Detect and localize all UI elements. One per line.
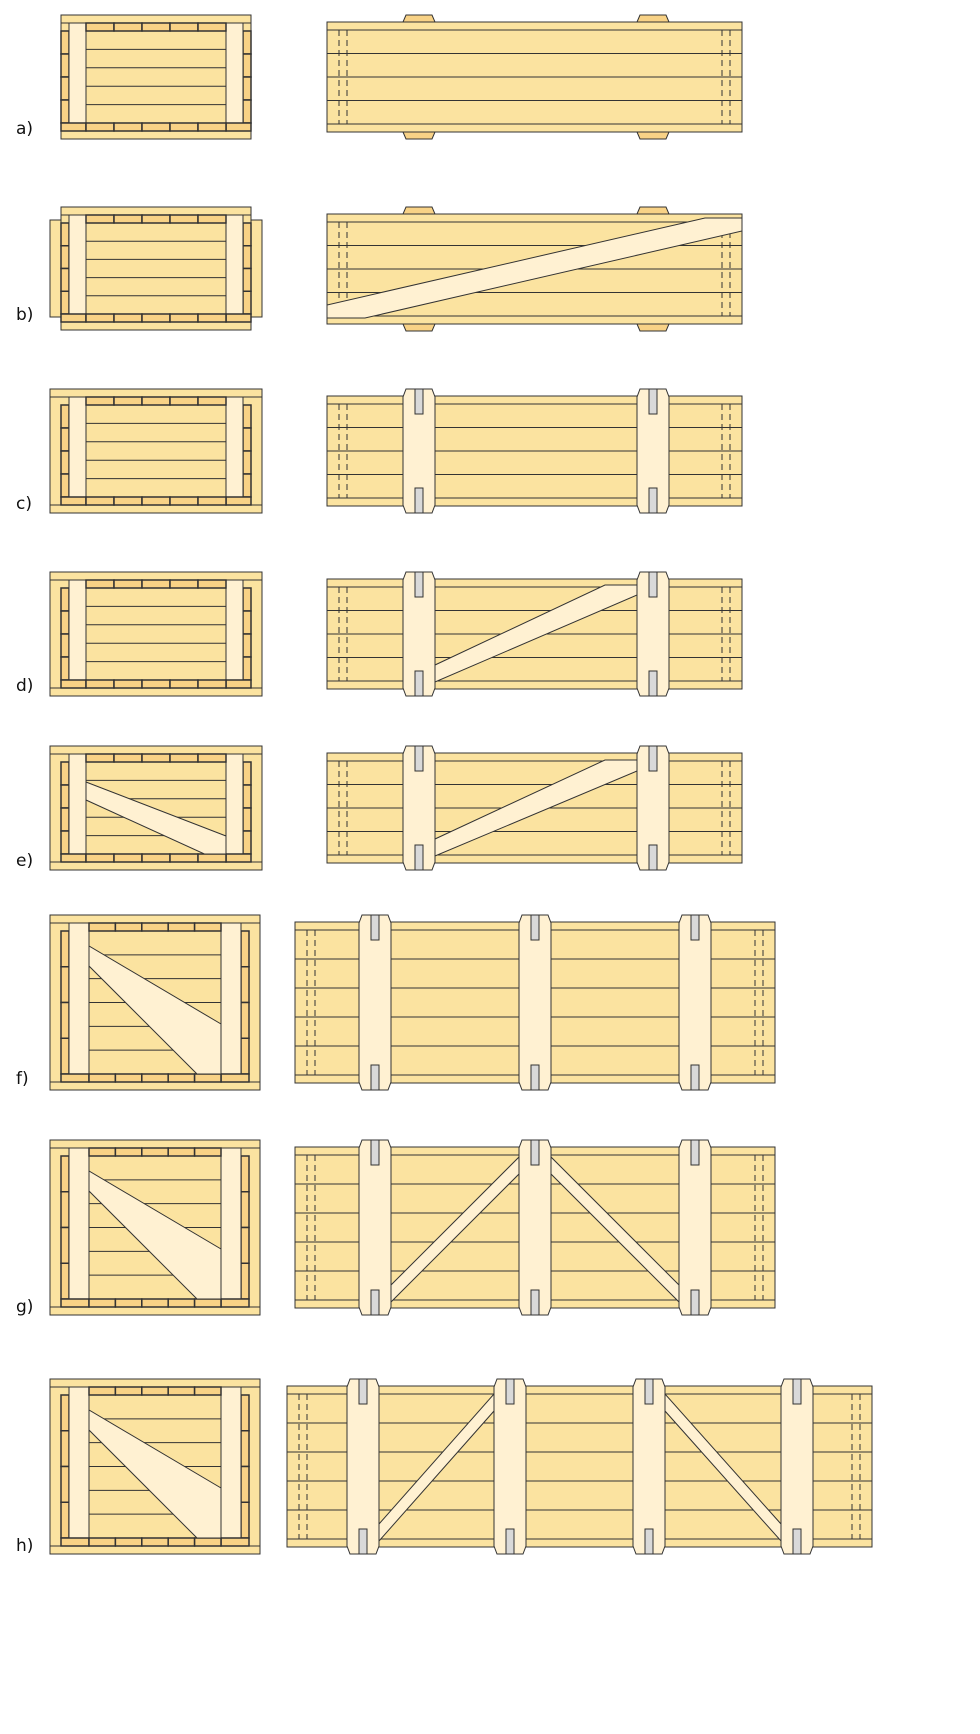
strap-cleat	[358, 914, 392, 1091]
strap-cleat	[518, 914, 552, 1091]
crate-side-view	[286, 1378, 873, 1555]
crate-side-view	[326, 206, 743, 332]
strap-cleat	[632, 1378, 666, 1555]
crate-end-view	[49, 914, 261, 1091]
crate-end-view	[49, 571, 263, 697]
strap-cleat	[678, 1139, 712, 1316]
crate-side-view	[294, 1139, 776, 1316]
strap-cleat	[780, 1378, 814, 1555]
crate-side-view	[326, 745, 743, 871]
crate-end-view	[60, 14, 252, 140]
crate-end-view	[49, 745, 263, 871]
strap-cleat	[346, 1378, 380, 1555]
strap-cleat	[636, 571, 670, 697]
strap-cleat	[493, 1378, 527, 1555]
row-label: g)	[16, 1297, 34, 1317]
strap-cleat	[402, 745, 436, 871]
row-label: a)	[16, 119, 34, 139]
strap-cleat	[636, 388, 670, 514]
crate-end-view	[49, 388, 263, 514]
strap-cleat	[402, 388, 436, 514]
row-label: h)	[16, 1536, 34, 1556]
crate-side-view	[326, 388, 743, 514]
crate-side-view	[294, 914, 776, 1091]
row-label: c)	[16, 494, 32, 514]
crate-end-view	[49, 1139, 261, 1316]
row-label: b)	[16, 305, 34, 325]
strap-cleat	[402, 571, 436, 697]
crate-side-view	[326, 571, 743, 697]
row-label: e)	[16, 851, 34, 871]
strap-cleat	[678, 914, 712, 1091]
strap-cleat	[636, 745, 670, 871]
crate-end-view	[49, 206, 263, 331]
row-label: f)	[16, 1069, 29, 1089]
row-label: d)	[16, 676, 34, 696]
crate-side-view	[326, 14, 743, 140]
strap-cleat	[518, 1139, 552, 1316]
crate-end-view	[49, 1378, 261, 1555]
strap-cleat	[358, 1139, 392, 1316]
